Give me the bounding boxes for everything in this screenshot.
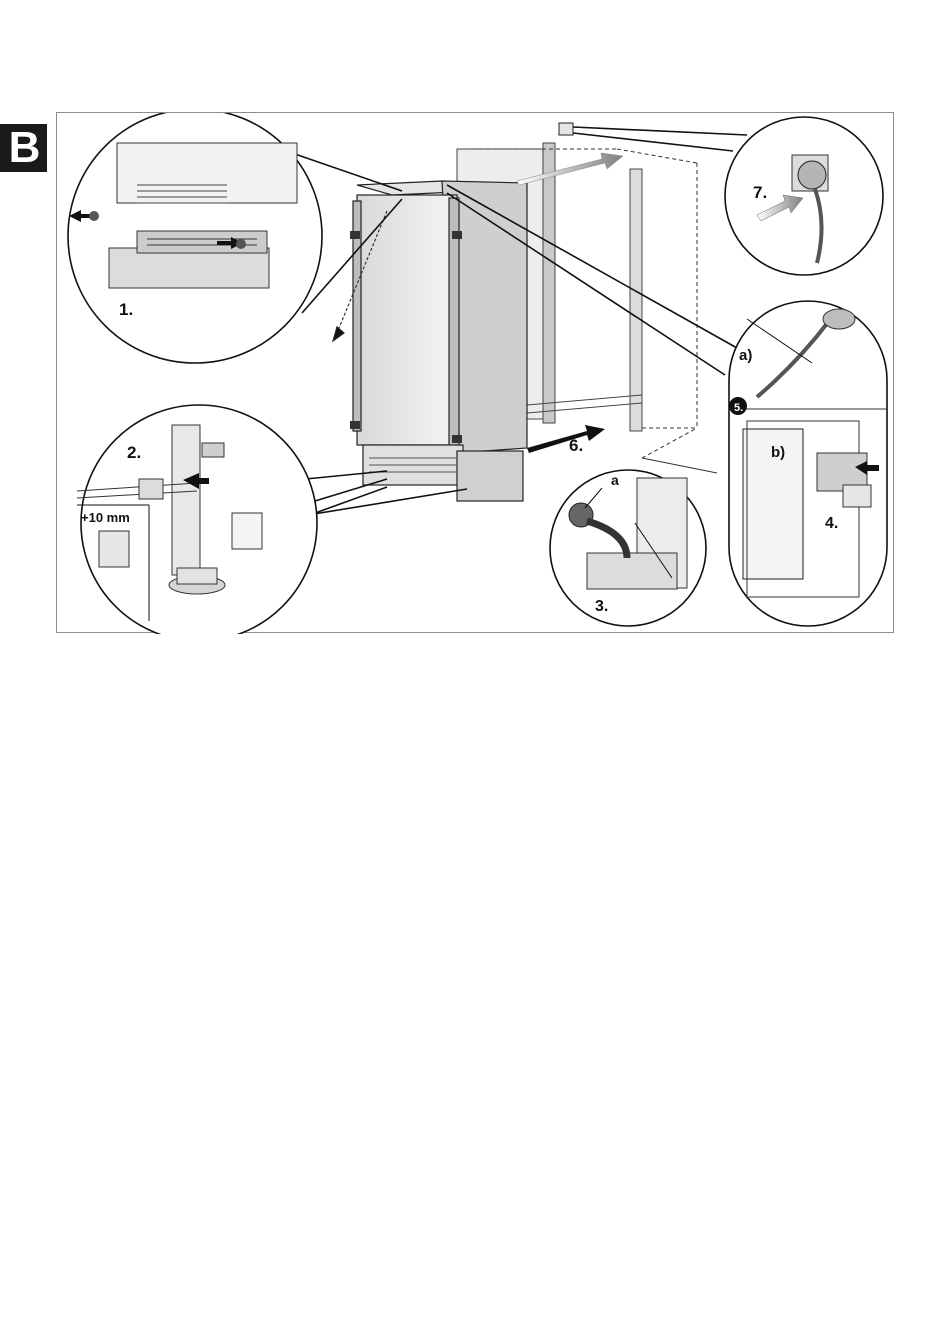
installation-figure: 1. 2. +10 mm a 3. 7. bbox=[56, 112, 894, 633]
step-4-label: 4. bbox=[825, 515, 838, 532]
step-5-label: 5. bbox=[734, 402, 743, 414]
installation-illustration: 1. 2. +10 mm a 3. 7. bbox=[57, 113, 895, 634]
step-2-label: 2. bbox=[127, 443, 141, 462]
sub-b-label: b) bbox=[771, 444, 785, 461]
step-7-label: 7. bbox=[753, 183, 767, 202]
step-1-label: 1. bbox=[119, 300, 133, 319]
dimension-label: +10 mm bbox=[81, 510, 130, 525]
detail-circle-1: 1. bbox=[68, 113, 322, 363]
appliance-body bbox=[333, 181, 527, 501]
slide-in-arrow-icon bbox=[527, 425, 605, 453]
detail-circle-2: 2. +10 mm bbox=[77, 405, 317, 634]
detail-oval-5: 5. a) b) 4. bbox=[729, 301, 887, 626]
step-3-label: 3. bbox=[595, 598, 608, 615]
detail-circle-7: 7. bbox=[725, 117, 883, 275]
sub-a-label: a) bbox=[739, 347, 752, 364]
section-tab: B bbox=[0, 124, 47, 172]
callout-a-label: a bbox=[611, 472, 619, 488]
wall-socket bbox=[559, 123, 573, 135]
step-6-label: 6. bbox=[569, 436, 583, 455]
detail-circle-3: a 3. bbox=[550, 470, 706, 626]
